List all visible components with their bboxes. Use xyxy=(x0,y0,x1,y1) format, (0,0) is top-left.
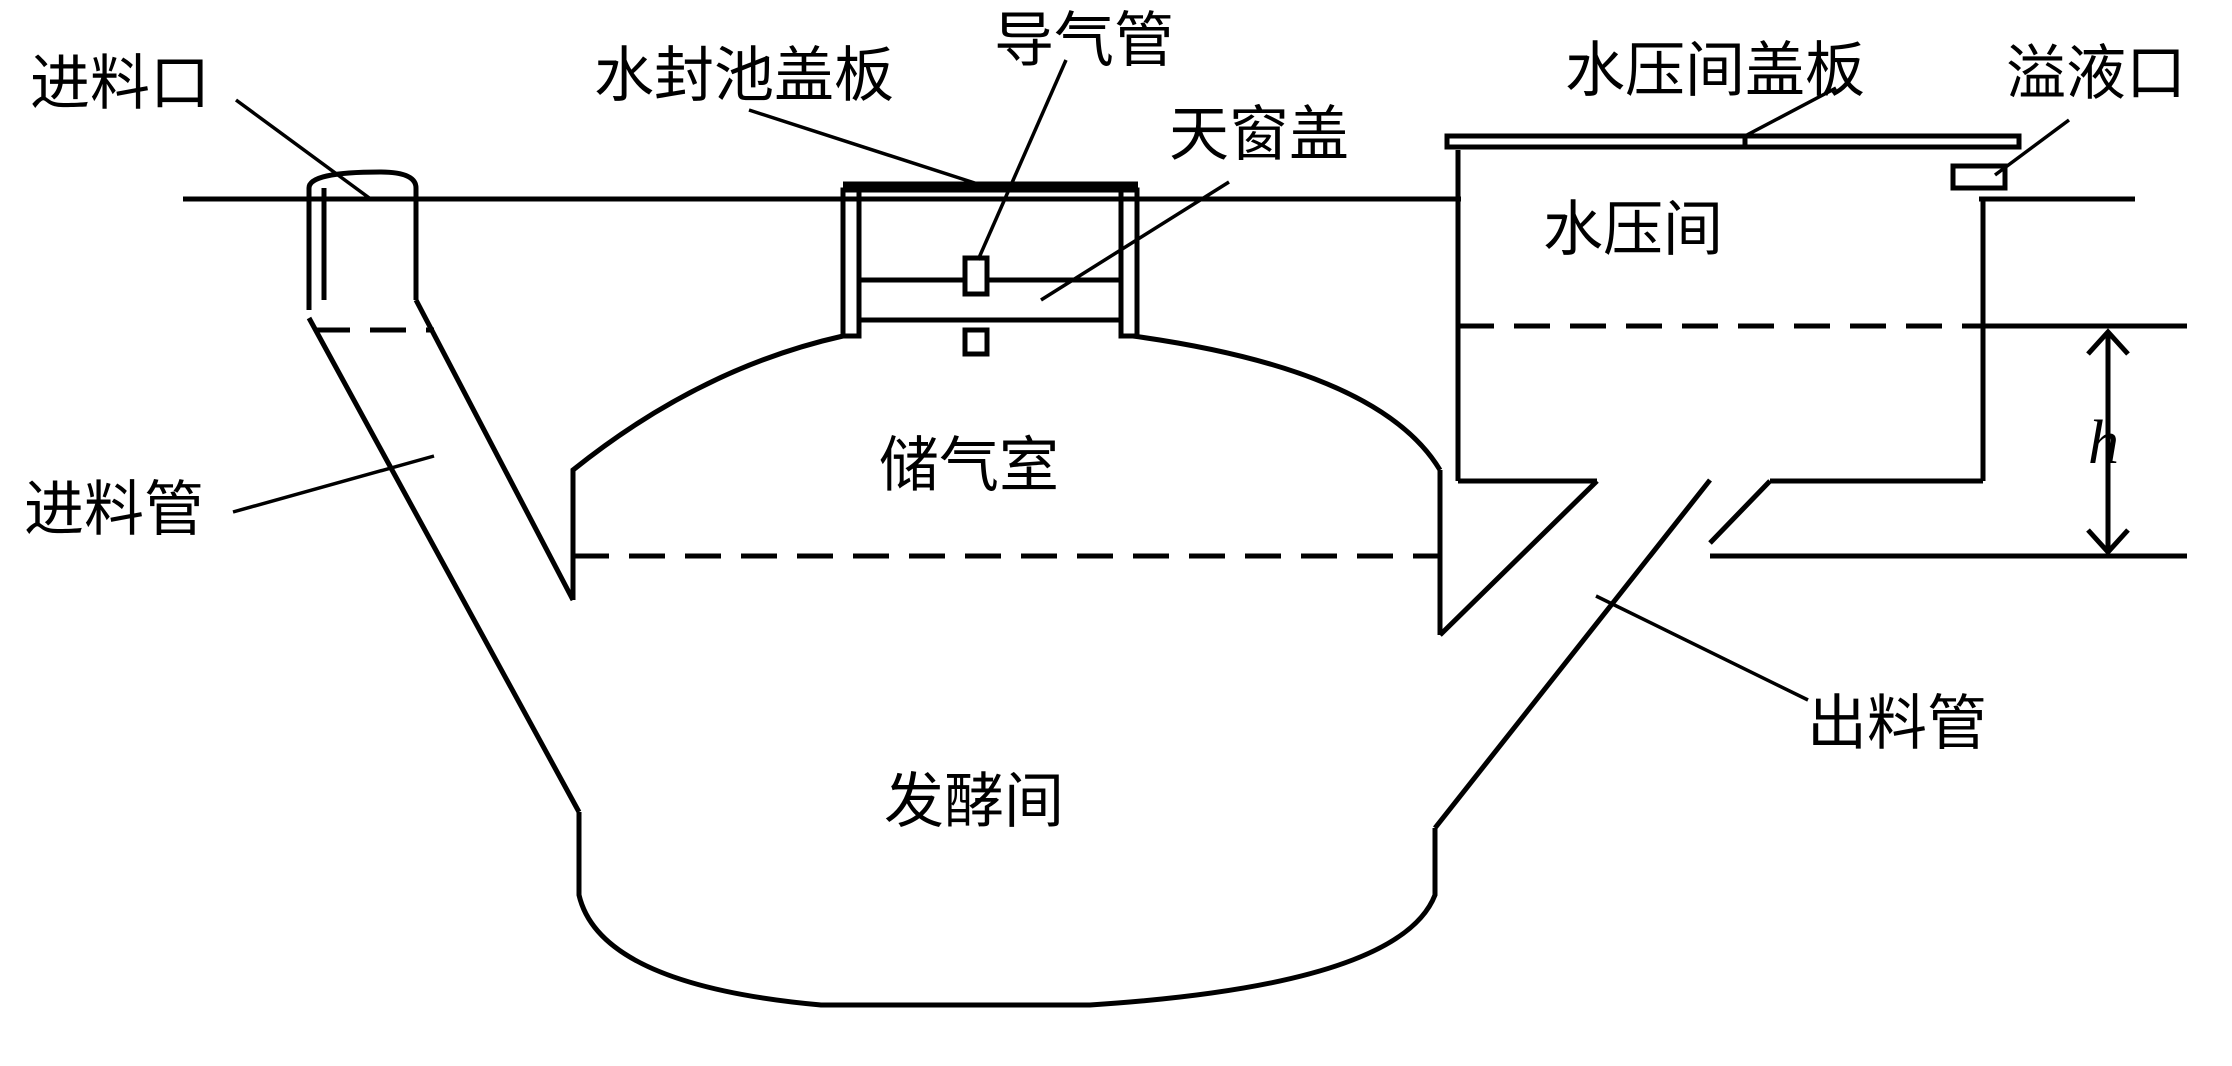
label-skylight-cover: 天窗盖 xyxy=(1169,100,1349,170)
pressure-room-shape xyxy=(1437,133,2187,637)
gas-pipe-shape xyxy=(962,255,990,357)
label-fermentation-room: 发酵间 xyxy=(884,767,1064,837)
feed-inlet-shape xyxy=(306,169,434,333)
height-dimension xyxy=(2086,328,2130,556)
feed-pipe-shape xyxy=(306,298,582,814)
label-feed-inlet: 进料口 xyxy=(30,49,210,119)
label-overflow-outlet: 溢液口 xyxy=(2006,39,2186,109)
water-seal-pool xyxy=(840,181,1140,339)
label-water-seal-cover: 水封池盖板 xyxy=(594,41,894,111)
label-discharge-pipe: 出料管 xyxy=(1807,689,1987,759)
label-feed-pipe: 进料管 xyxy=(24,475,204,545)
label-pressure-room-cover: 水压间盖板 xyxy=(1565,36,1865,106)
label-height-symbol: h xyxy=(2088,409,2119,477)
label-gas-pipe: 导气管 xyxy=(994,6,1174,76)
digester-body xyxy=(570,333,1712,1008)
leader-lines xyxy=(232,59,2071,702)
label-gas-storage: 储气室 xyxy=(879,431,1059,501)
label-pressure-room: 水压间 xyxy=(1543,195,1723,265)
